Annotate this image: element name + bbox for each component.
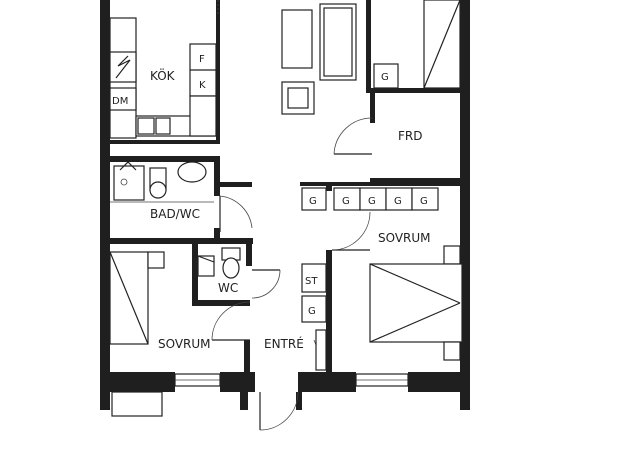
room-label-sovrum-right: SOVRUM [378, 231, 431, 245]
freezer-label: K [199, 80, 206, 91]
storage-label: ST [305, 276, 318, 287]
room-label-kok: KÖK [150, 67, 176, 83]
living-furniture [281, 3, 357, 115]
wc-door [251, 269, 281, 299]
dishwasher-label: DM [112, 96, 128, 107]
sovrum-right-door [331, 211, 371, 251]
entre-wardrobe-label: G [308, 306, 316, 317]
frd-door [333, 117, 373, 155]
sovrum-right-bed [369, 245, 463, 361]
cabinet-label-3: G [368, 196, 376, 207]
cabinet-row [301, 187, 439, 211]
room-label-entre: ENTRÉ [264, 336, 304, 351]
entre-wardrobes [301, 263, 327, 371]
sovrum-left-bed [109, 251, 165, 345]
room-label-wc: WC [218, 281, 238, 295]
balcony-step [111, 391, 163, 417]
interior-walls [108, 0, 462, 375]
room-label-sovrum-left: SOVRUM [158, 337, 211, 351]
exterior-walls [100, 0, 470, 410]
sovrum-left-door [211, 301, 251, 341]
room-label-bad-wc: BAD/WC [150, 207, 200, 221]
cabinet-label-5: G [420, 196, 428, 207]
fridge-label: F [199, 54, 205, 65]
room-label-frd: FRD [398, 129, 422, 143]
wardrobe-label: G [381, 72, 389, 83]
bathroom-door [219, 195, 253, 232]
wc-fixtures [197, 247, 241, 279]
cabinet-label-1: G [309, 196, 317, 207]
bathroom-fixtures [110, 161, 214, 203]
cabinet-label-2: G [342, 196, 350, 207]
entrance-door [259, 391, 299, 431]
kitchen-fixtures [109, 17, 217, 139]
top-right-bed [373, 0, 461, 89]
cabinet-label-4: G [394, 196, 402, 207]
bottom-windows [174, 373, 409, 387]
